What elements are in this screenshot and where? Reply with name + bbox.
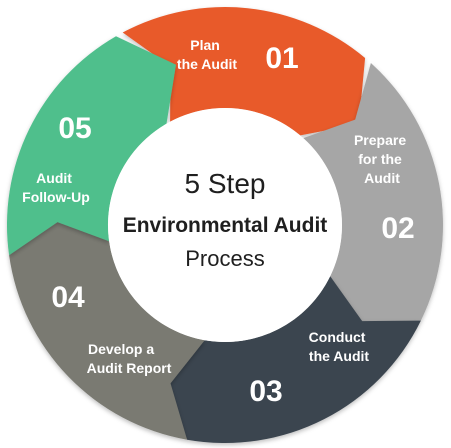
step-04-label: Develop a Audit Report — [87, 341, 172, 376]
step-03-label-line: Conduct — [309, 329, 366, 345]
step-02-label: Prepare for the Audit — [354, 132, 410, 186]
step-05-label: Audit Follow-Up — [22, 170, 90, 205]
step-01-label: Plan the Audit — [177, 37, 237, 72]
center-title-line2: Environmental Audit — [123, 214, 328, 237]
step-04-label-line: Audit Report — [87, 360, 172, 376]
step-02-label-line: Audit — [364, 170, 400, 186]
step-01-segment — [122, 7, 366, 136]
step-02-label-line: for the — [358, 151, 402, 167]
step-04-segment — [9, 210, 205, 440]
step-02-label-line: Prepare — [354, 132, 406, 148]
step-01-label-line: Plan — [190, 37, 220, 53]
center-title-line1: 5 Step — [185, 168, 266, 199]
step-01-label-line: the Audit — [177, 56, 237, 72]
step-04-label-line: Develop a — [88, 341, 154, 357]
step-03-segment — [159, 276, 421, 444]
step-03-label: Conduct the Audit — [309, 329, 370, 364]
step-03-label-line: the Audit — [309, 348, 369, 364]
step-05-number: 05 — [58, 112, 91, 145]
center-title-line3: Process — [185, 246, 264, 271]
step-02-segment — [303, 63, 443, 331]
step-05-label-line: Follow-Up — [22, 189, 90, 205]
step-03-number: 03 — [249, 375, 282, 408]
step-05-segment — [6, 36, 176, 256]
step-04-number: 04 — [51, 281, 85, 314]
center-circle — [108, 108, 342, 342]
step-05-label-line: Audit — [36, 170, 72, 186]
step-01-number: 01 — [265, 42, 298, 75]
step-02-number: 02 — [381, 212, 414, 245]
